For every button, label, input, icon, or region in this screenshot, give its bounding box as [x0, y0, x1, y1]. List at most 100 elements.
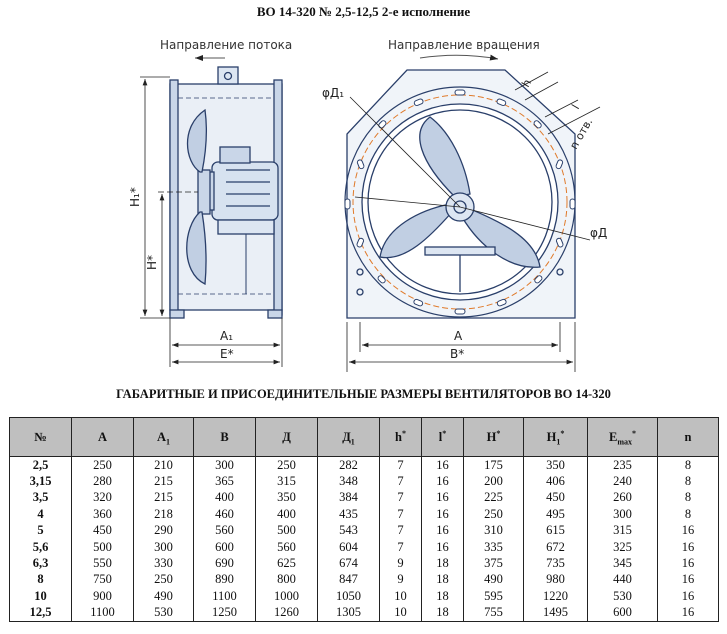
column-header-subscript: 1	[166, 437, 171, 446]
column-header-label: B	[220, 429, 229, 444]
column-header-label: №	[34, 429, 47, 444]
column-header: H*	[463, 417, 524, 457]
fan-drawing: Направление потока	[128, 38, 607, 372]
table-cell: 550	[71, 555, 134, 572]
table-cell: 1260	[255, 604, 318, 622]
front-view: Направление вращения	[344, 38, 576, 319]
table-cell: 595	[463, 588, 524, 605]
column-header: Emax*	[587, 417, 658, 457]
table-cell: 18	[421, 555, 464, 572]
table-cell: 16	[421, 506, 464, 523]
table-cell: 282	[317, 456, 380, 474]
table-cell: 250	[255, 456, 318, 474]
table-cell: 755	[463, 604, 524, 622]
table-cell: 16	[421, 473, 464, 490]
table-cell-size-number: 3,5	[9, 489, 72, 507]
table-cell: 16	[657, 588, 719, 605]
table-cell: 215	[133, 489, 194, 507]
table-cell: 360	[71, 506, 134, 523]
table-cell: 7	[379, 538, 422, 556]
rotation-arrow	[419, 54, 499, 61]
table-cell: 615	[523, 522, 588, 539]
table-cell: 980	[523, 571, 588, 589]
motor-body	[211, 161, 279, 221]
table-cell: 290	[133, 522, 194, 539]
table-cell-size-number: 5,6	[9, 538, 72, 556]
table-cell: 18	[421, 588, 464, 605]
table-cell: 400	[193, 489, 256, 507]
table-cell: 460	[193, 506, 256, 523]
table-cell: 16	[657, 555, 719, 572]
table-cell: 435	[317, 506, 380, 523]
column-header: Д	[255, 417, 318, 457]
dim-a1: A₁	[220, 329, 233, 343]
table-cell: 672	[523, 538, 588, 556]
dim-phi-d1: φД₁	[322, 86, 344, 100]
table-cell: 625	[255, 555, 318, 572]
table-cell: 315	[587, 522, 658, 539]
table-cell: 235	[587, 456, 658, 474]
dim-e-star: E*	[220, 347, 234, 361]
table-cell: 600	[587, 604, 658, 622]
table-cell: 345	[587, 555, 658, 572]
table-cell: 8	[657, 473, 719, 490]
front-dimensions	[346, 71, 601, 372]
table-cell: 250	[71, 456, 134, 474]
table-cell: 1000	[255, 588, 318, 605]
table-cell: 7	[379, 489, 422, 507]
table-cell: 240	[587, 473, 658, 490]
table-cell: 7	[379, 522, 422, 539]
blade-1	[419, 116, 471, 198]
column-header-superscript: *	[632, 428, 636, 438]
side-blade-bottom	[186, 211, 207, 285]
table-cell: 400	[255, 506, 318, 523]
table-cell: 604	[317, 538, 380, 556]
table-cell: 890	[193, 571, 256, 589]
column-header-label: h	[395, 429, 402, 444]
table-cell: 690	[193, 555, 256, 572]
table-cell: 320	[71, 489, 134, 507]
table-cell: 300	[587, 506, 658, 523]
column-header-label: E	[608, 429, 618, 444]
table-cell: 300	[133, 538, 194, 556]
table-cell: 225	[463, 489, 524, 507]
table-cell: 348	[317, 473, 380, 490]
table-cell: 215	[133, 473, 194, 490]
table-cell: 7	[379, 456, 422, 474]
table-cell: 8	[657, 456, 719, 474]
table-cell-size-number: 8	[9, 571, 72, 589]
table-title: ГАБАРИТНЫЕ И ПРИСОЕДИНИТЕЛЬНЫЕ РАЗМЕРЫ В…	[116, 387, 611, 401]
table-cell: 500	[71, 538, 134, 556]
side-blade-top	[186, 108, 208, 173]
column-header-label: Д	[282, 429, 291, 444]
dim-h-star: H*	[145, 255, 159, 270]
table-cell: 18	[421, 604, 464, 622]
table-cell: 200	[463, 473, 524, 490]
table-cell: 175	[463, 456, 524, 474]
table-cell: 384	[317, 489, 380, 507]
table-cell: 280	[71, 473, 134, 490]
table-cell: 10	[379, 604, 422, 622]
table-cell: 315	[255, 473, 318, 490]
column-header: B	[193, 417, 256, 457]
dim-a: A	[454, 329, 463, 343]
side-dimensions	[140, 76, 283, 367]
blade-2	[461, 207, 541, 268]
table-cell: 1050	[317, 588, 380, 605]
column-header-label: Д	[342, 429, 351, 444]
table-cell: 1305	[317, 604, 380, 622]
column-header-superscript: *	[442, 428, 447, 438]
table-cell: 8	[657, 489, 719, 507]
column-header: Д1	[317, 417, 380, 457]
flange-slots	[344, 89, 576, 315]
table-cell: 300	[193, 456, 256, 474]
table-cell: 750	[71, 571, 134, 589]
